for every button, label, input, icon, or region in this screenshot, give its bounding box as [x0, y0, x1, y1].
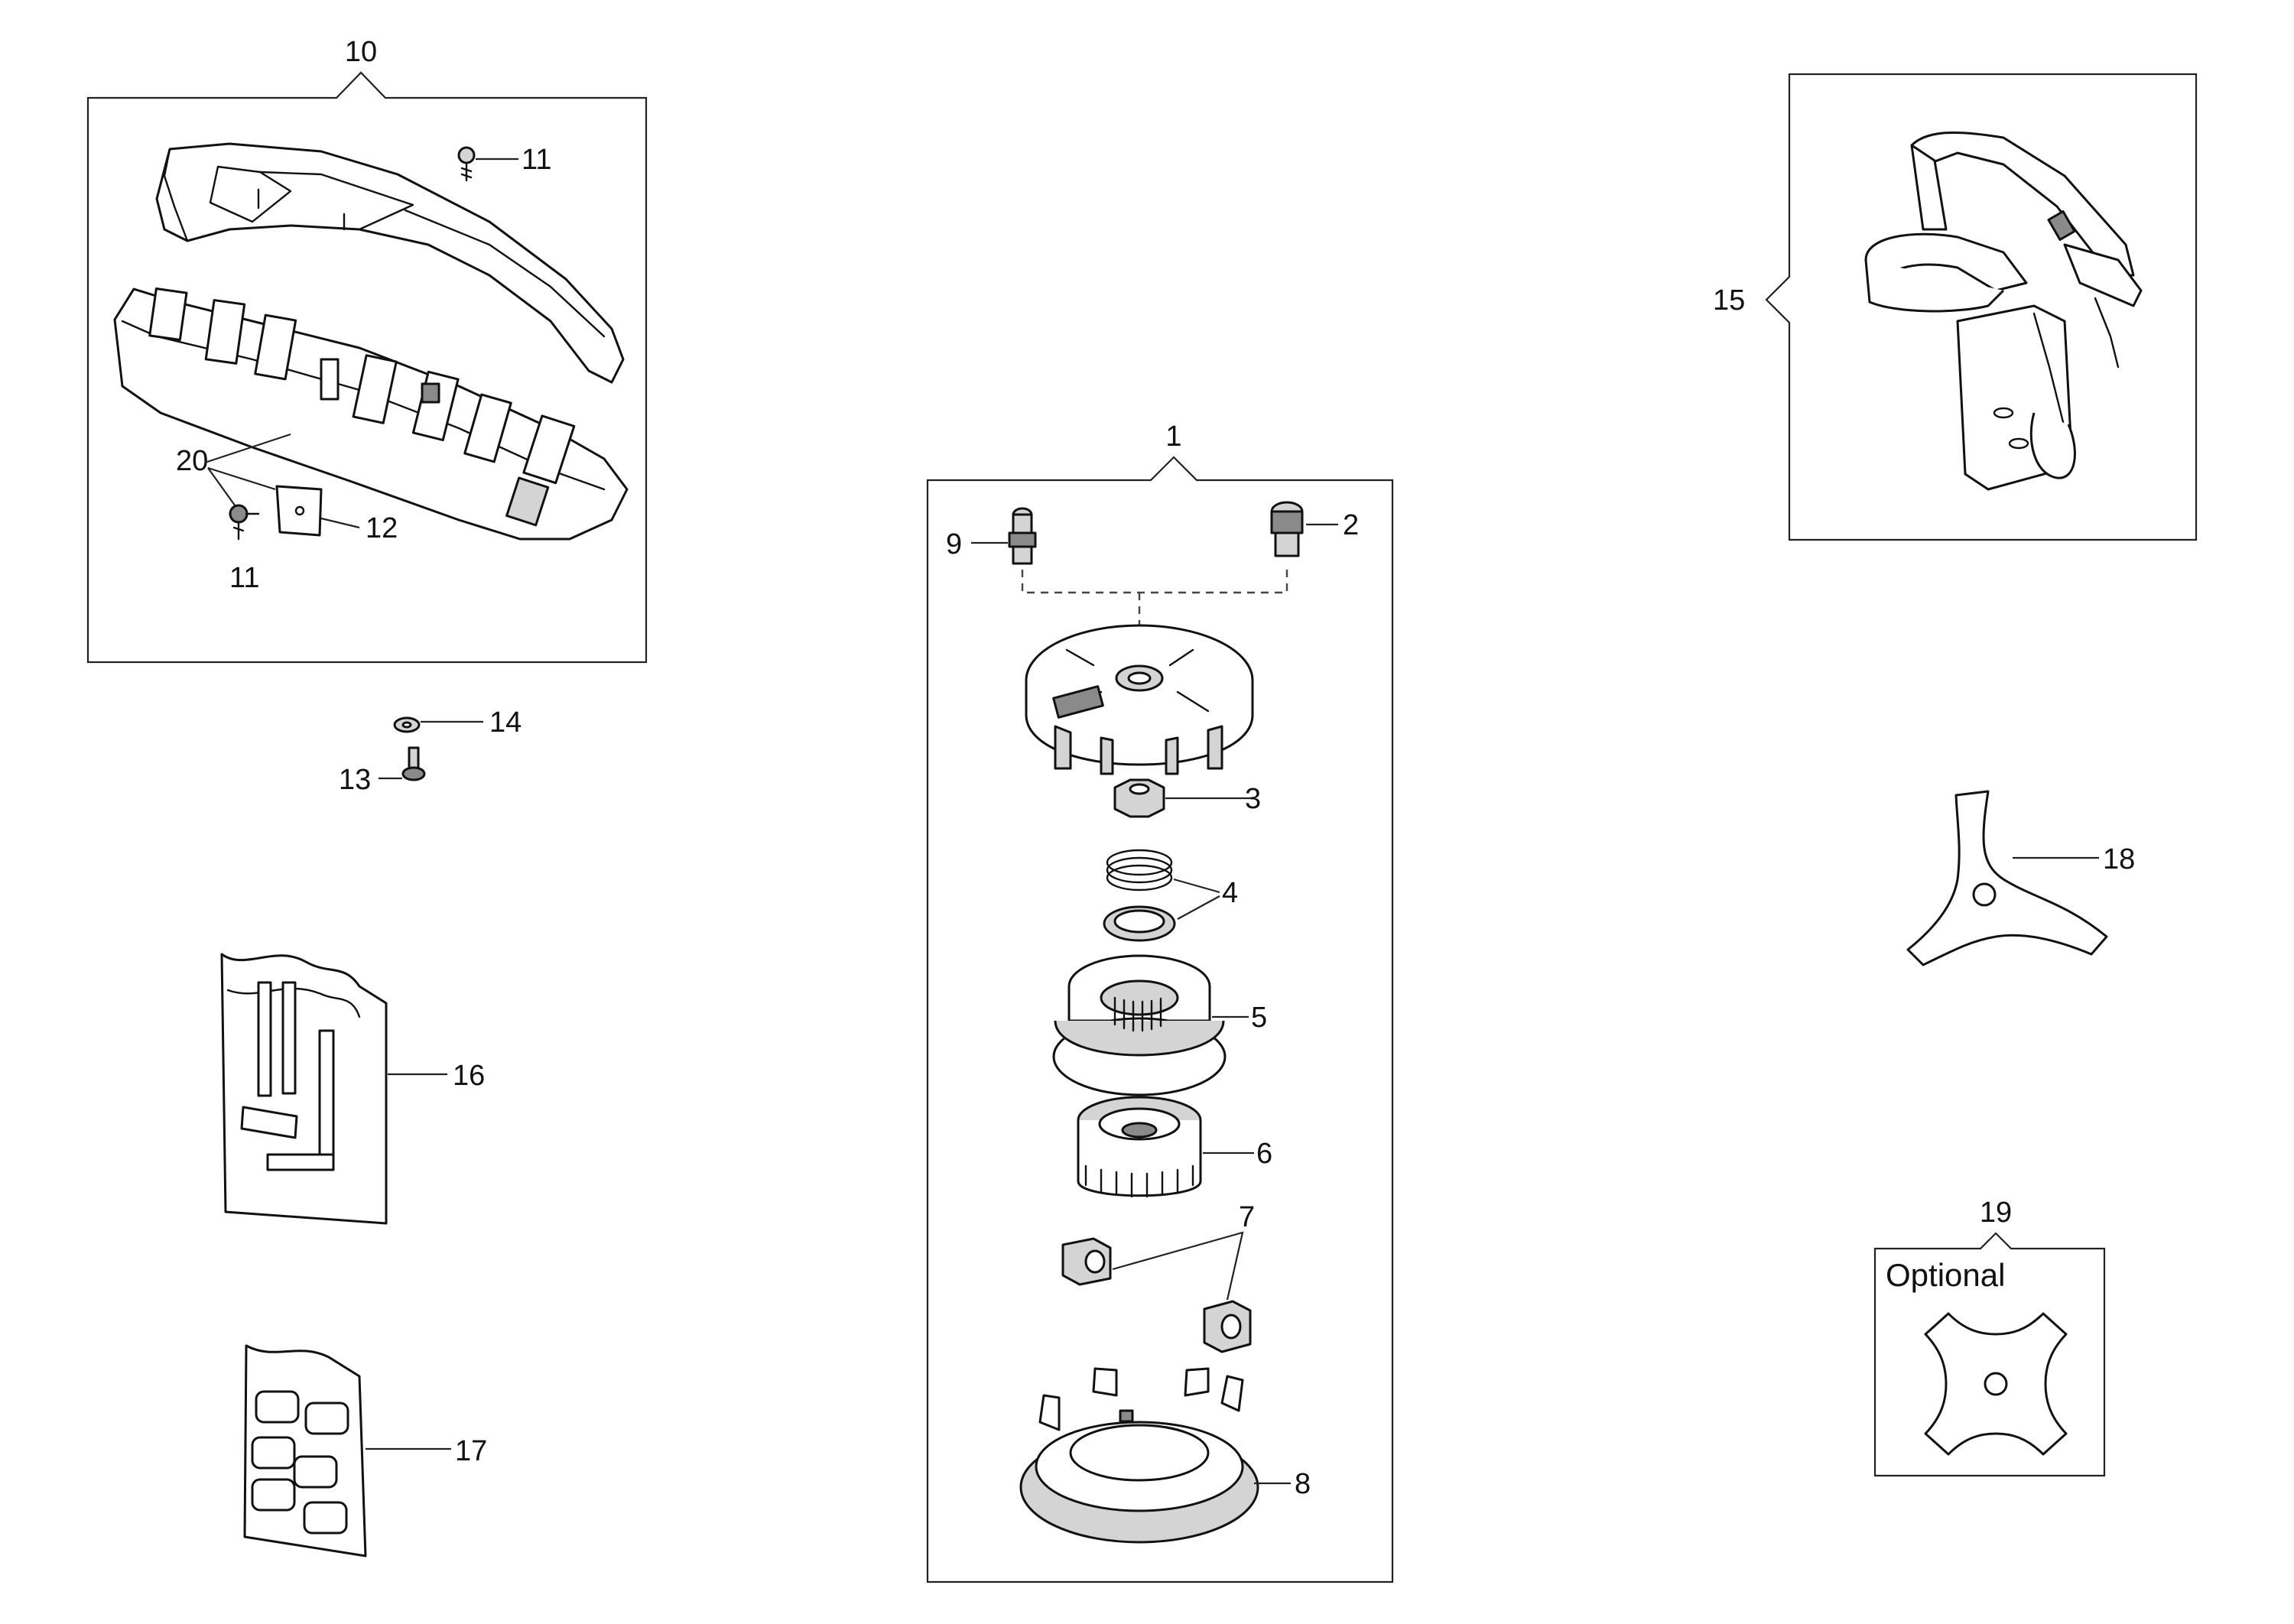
callout-20: 20 [176, 445, 208, 477]
nut-3 [1113, 778, 1254, 818]
grass-guard-illustration [113, 142, 629, 541]
washer-14 [393, 716, 483, 733]
callout-19: 19 [1980, 1197, 2012, 1229]
leader-20-guard [204, 433, 291, 464]
callout-11-bottom: 11 [229, 562, 259, 594]
callout-16: 16 [453, 1060, 485, 1092]
head-cover [1025, 624, 1254, 775]
guard-assembly-group: 10 [86, 36, 648, 664]
callout-3: 3 [1245, 783, 1261, 815]
leader-20-screw [207, 467, 238, 509]
optional-box-frame [1873, 1232, 2106, 1477]
eyelet-7-right [1203, 1300, 1252, 1353]
optional-label: Optional [1886, 1257, 2005, 1293]
clip-plate-12 [275, 485, 360, 537]
callout-5: 5 [1251, 1002, 1267, 1034]
spool-5 [1052, 954, 1249, 1096]
callout-8: 8 [1295, 1468, 1311, 1500]
eyelet-7-left [1061, 1237, 1112, 1286]
shoulder-harness-illustration [1864, 131, 2143, 491]
tool-kit-page-16 [220, 953, 447, 1225]
callout-11-top: 11 [522, 144, 551, 176]
sticker-sheet-17 [243, 1344, 451, 1557]
callout-7: 7 [1239, 1201, 1255, 1233]
callout-6: 6 [1256, 1138, 1272, 1170]
adapter-2 [1270, 501, 1338, 557]
callout-15: 15 [1713, 284, 1745, 317]
optional-blade-group: 19 Optional [1873, 1197, 2106, 1477]
harness-group-frame [1765, 73, 2198, 541]
callout-2: 2 [1343, 509, 1359, 541]
callout-12: 12 [366, 512, 398, 544]
callout-9: 9 [946, 528, 962, 560]
callout-13: 13 [339, 764, 371, 796]
screw-11-bottom [229, 504, 260, 541]
harness-group: 15 [1713, 73, 2198, 541]
callout-17: 17 [455, 1435, 487, 1467]
guard-group-frame [86, 71, 648, 664]
bolt-13 [379, 746, 426, 781]
head-base-8 [1019, 1367, 1291, 1544]
callout-14: 14 [489, 706, 522, 739]
leader-20-plate [207, 466, 276, 491]
trimmer-head-group: 1 9 2 [926, 421, 1394, 1583]
trimmer-head-group-frame [926, 456, 1394, 1583]
grass-blade-18 [1906, 790, 2108, 966]
blade-center-hole [1984, 1372, 2008, 1396]
spring-washer-4 [1103, 849, 1220, 942]
callout-18: 18 [2103, 843, 2135, 875]
callout-1: 1 [1165, 421, 1181, 453]
leader-7 [1112, 1231, 1244, 1301]
callout-10: 10 [345, 36, 377, 68]
spool-hub-6 [1077, 1096, 1254, 1198]
screw-11-top [457, 146, 518, 182]
adapter-9 [971, 507, 1037, 565]
callout-4: 4 [1222, 877, 1238, 909]
